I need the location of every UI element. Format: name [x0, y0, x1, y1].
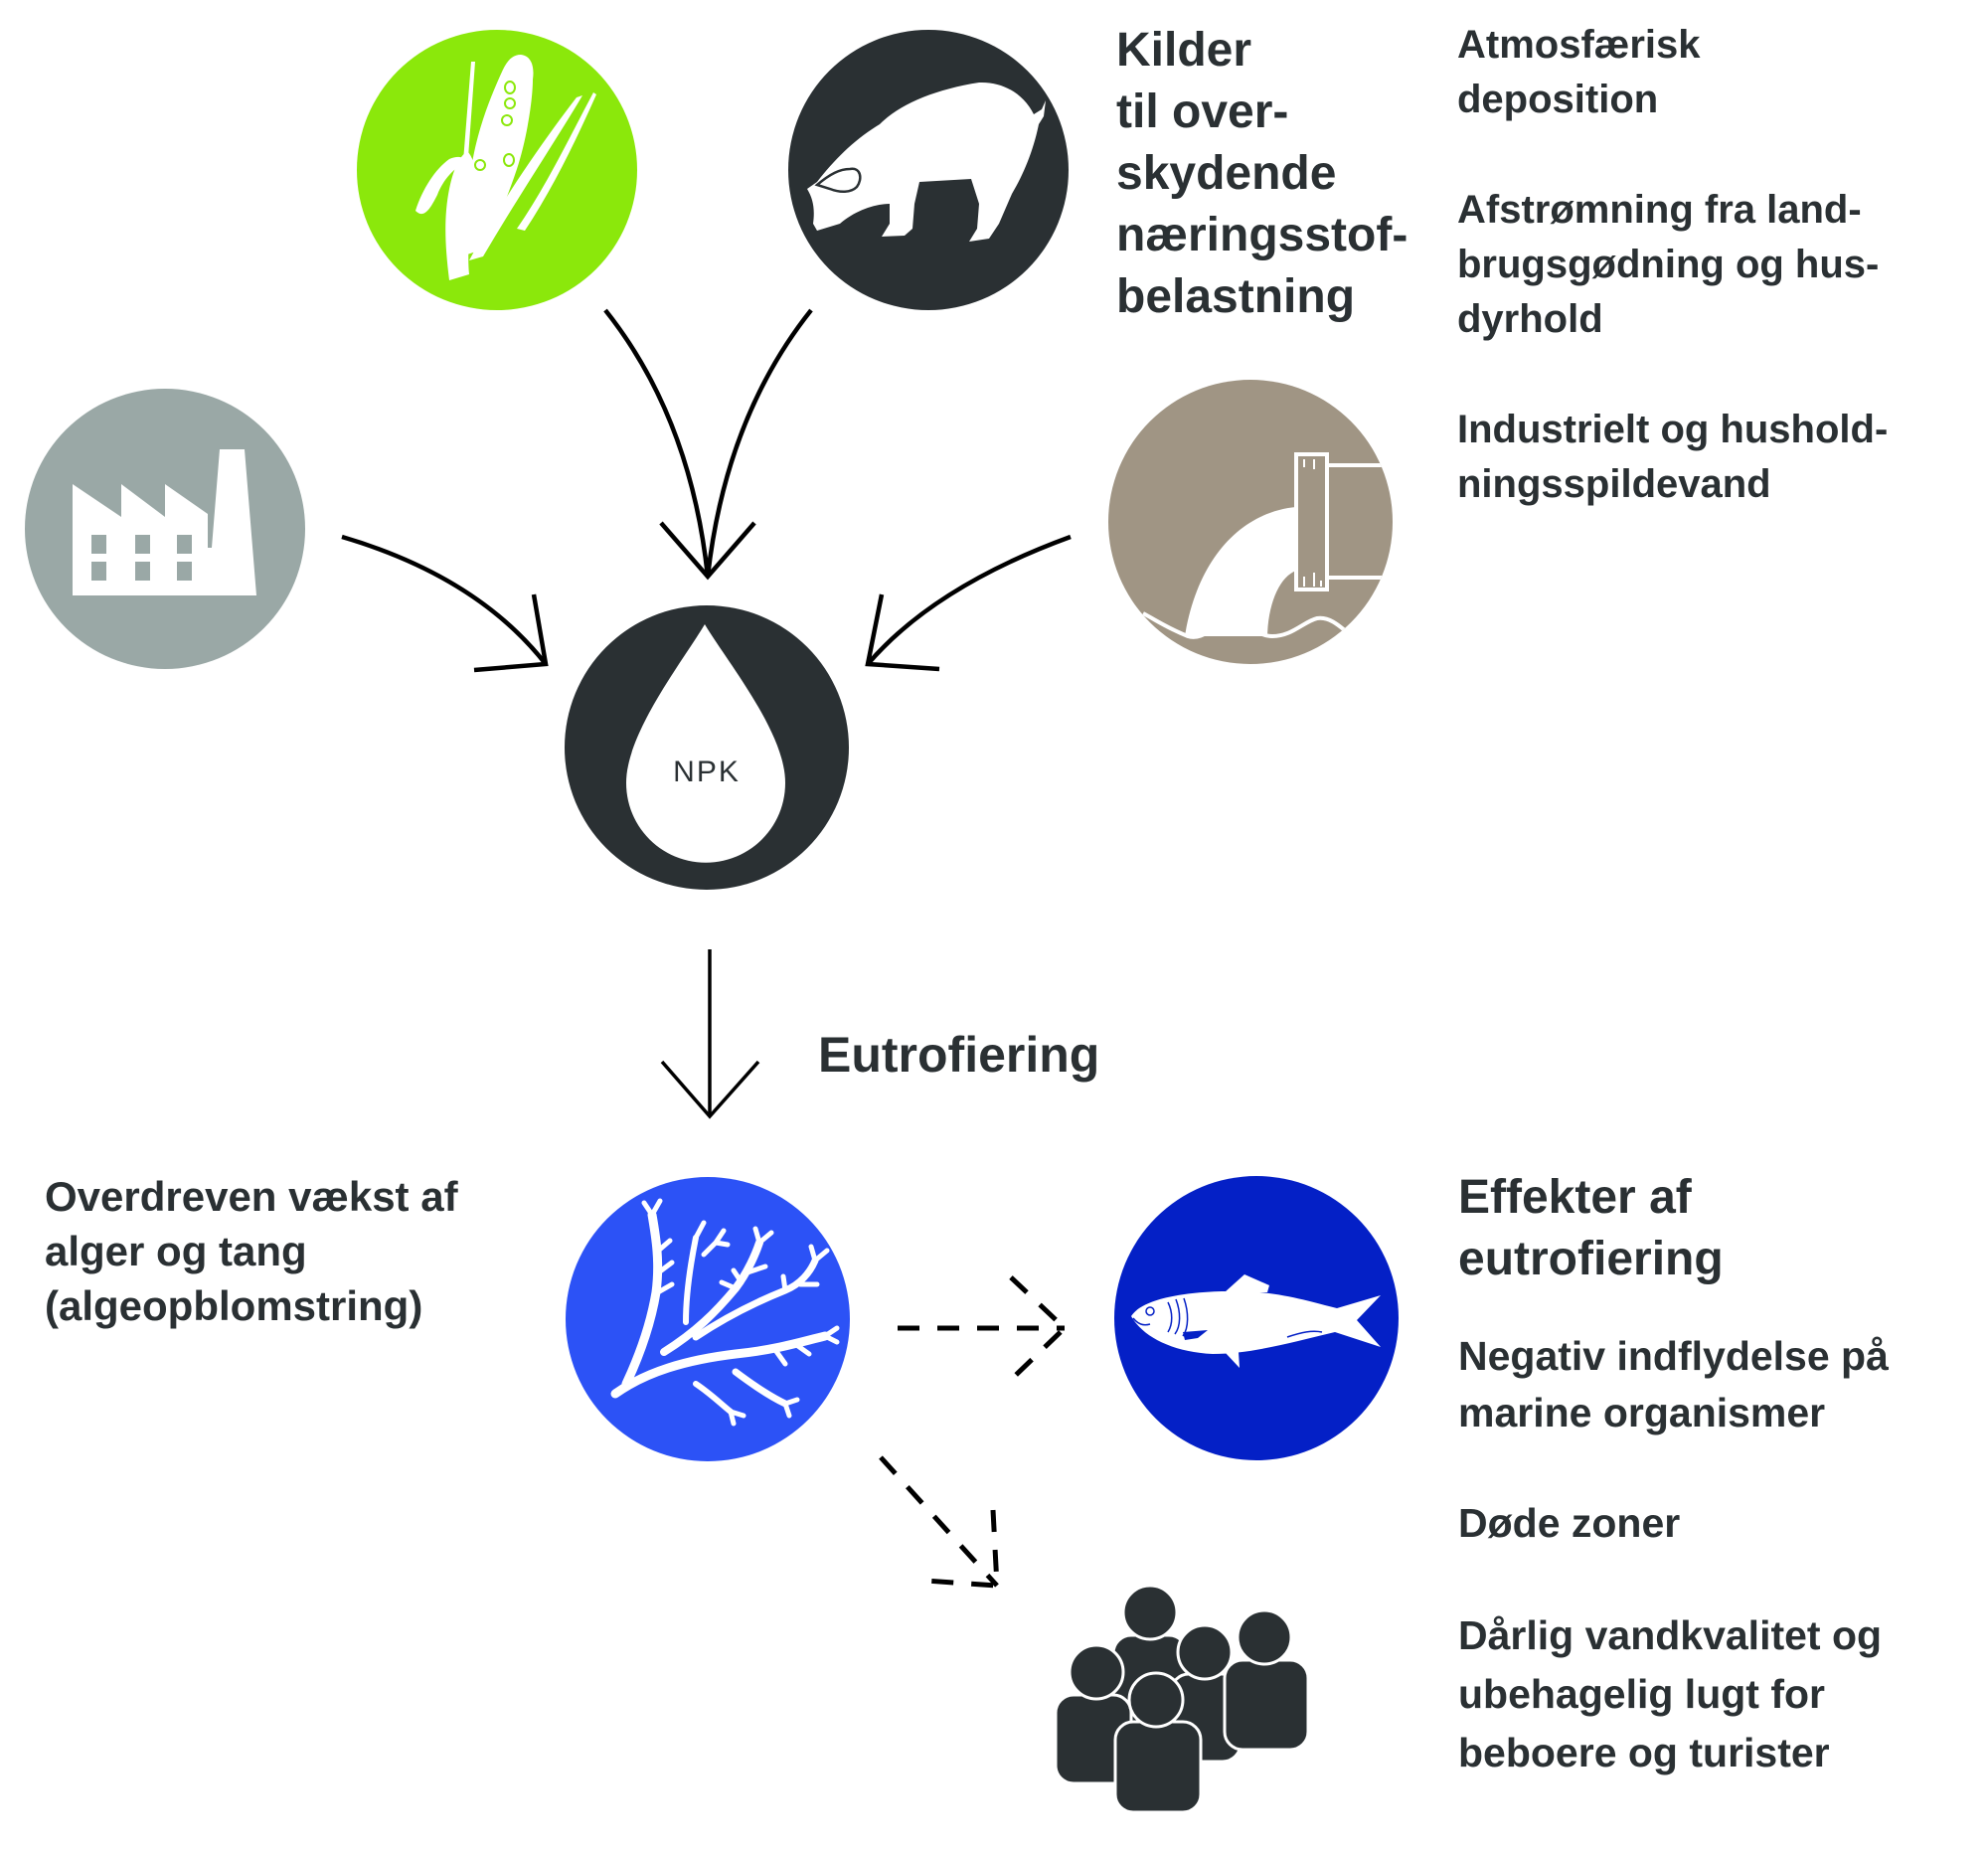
- factory-icon: [73, 449, 256, 595]
- source-arrows: [341, 308, 1072, 673]
- people-group-icon: [1054, 1584, 1310, 1814]
- dashed-arrows: [879, 1275, 1069, 1589]
- algae-bloom-label: Overdreven vækst af alger og tang (algeo…: [45, 1169, 458, 1333]
- process-label: Eutrofiering: [818, 1027, 1100, 1083]
- source-label-line: Industrielt og hushold-: [1457, 408, 1889, 451]
- effect-label-line: beboere og turister: [1458, 1730, 1830, 1775]
- corn-kernels: [474, 81, 516, 171]
- source-label-line: dyrhold: [1457, 297, 1603, 341]
- wastewater-source-node: [1108, 380, 1393, 664]
- algae-label-line: Overdreven vækst af: [45, 1173, 458, 1220]
- factory-source-node: [25, 389, 305, 669]
- arrow-pig-to-npk: [705, 308, 813, 578]
- source-label-atmospheric: Atmosfærisk deposition: [1457, 18, 1701, 127]
- effects-heading: Effekter af eutrofiering: [1458, 1167, 1724, 1290]
- arrowhead-top: [659, 521, 756, 581]
- dashed-arrow-to-people: [879, 1455, 999, 1588]
- algae-label-line: (algeopblomstring): [45, 1282, 423, 1329]
- npk-node: NPK: [565, 605, 849, 890]
- source-label-wastewater: Industrielt og hushold- ningsspildevand: [1457, 403, 1888, 512]
- corn-icon: [415, 55, 596, 280]
- water-drop-icon: [626, 624, 785, 863]
- arrow-corn-to-npk: [603, 308, 711, 578]
- pig-source-node: [788, 30, 1069, 310]
- eutrophication-arrow: [660, 949, 760, 1119]
- sources-heading-line: til over-: [1116, 85, 1289, 138]
- outlet-pipe-icon: [1142, 452, 1393, 639]
- source-label-agricultural-runoff: Afstrømning fra land- brugsgødning og hu…: [1457, 183, 1879, 347]
- effect-label-water-quality: Dårlig vandkvalitet og ubehagelig lugt f…: [1458, 1606, 1882, 1782]
- algae-node: [566, 1177, 850, 1461]
- arrowhead-left: [473, 593, 549, 673]
- dashed-arrowhead-people: [924, 1509, 1000, 1589]
- effect-label-line: Døde zoner: [1458, 1500, 1681, 1546]
- arrowhead-right: [865, 593, 940, 672]
- effect-label-line: ubehagelig lugt for: [1458, 1671, 1825, 1717]
- factory-windows: [91, 535, 192, 581]
- arrow-factory-to-npk: [341, 534, 548, 666]
- sources-heading-line: skydende: [1116, 147, 1337, 200]
- person-front: [1113, 1671, 1203, 1814]
- source-label-line: deposition: [1457, 78, 1659, 121]
- pipe-circle: [1108, 380, 1393, 664]
- sources-heading: Kilder til over- skydende næringsstof- b…: [1116, 20, 1408, 328]
- fish-icon: [1131, 1274, 1381, 1368]
- algae-label-line: alger og tang: [45, 1228, 307, 1274]
- effect-label-line: marine organismer: [1458, 1390, 1826, 1435]
- effect-label-dead-zones: Døde zoner: [1458, 1495, 1680, 1552]
- effects-heading-line: eutrofiering: [1458, 1233, 1724, 1285]
- source-label-line: brugsgødning og hus-: [1457, 243, 1880, 286]
- corn-source-node: [357, 30, 637, 310]
- source-label-line: Atmosfærisk: [1457, 23, 1701, 67]
- person-right: [1223, 1608, 1310, 1752]
- effect-label-line: Dårlig vandkvalitet og: [1458, 1612, 1883, 1658]
- dashed-arrowhead-fish: [1009, 1275, 1069, 1382]
- pig-icon: [807, 82, 1046, 242]
- arrow-pipe-to-npk: [866, 534, 1072, 666]
- sources-heading-line: belastning: [1116, 270, 1356, 323]
- source-label-line: ningsspildevand: [1457, 462, 1771, 506]
- effect-label-marine: Negativ indflydelse på marine organismer: [1458, 1328, 1889, 1441]
- seaweed-icon: [610, 1198, 840, 1427]
- pig-ear: [814, 167, 862, 193]
- source-label-line: Afstrømning fra land-: [1457, 188, 1862, 232]
- fish-node: [1114, 1176, 1399, 1460]
- sources-heading-line: næringsstof-: [1116, 209, 1408, 261]
- effect-label-line: Negativ indflydelse på: [1458, 1333, 1889, 1379]
- effects-heading-line: Effekter af: [1458, 1171, 1692, 1224]
- npk-label: NPK: [673, 756, 741, 788]
- sources-heading-line: Kilder: [1116, 24, 1252, 77]
